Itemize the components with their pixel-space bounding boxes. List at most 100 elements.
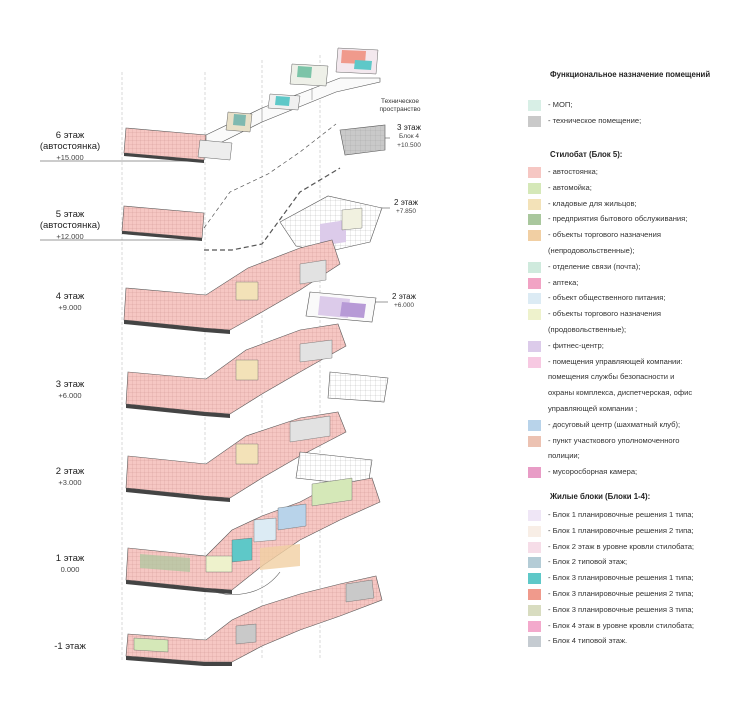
legend-swatch: [528, 620, 541, 632]
legend-swatch: [528, 604, 541, 616]
level-label-1: 1 этаж 0.000: [30, 553, 110, 575]
legend-label: помещения службы безопасности и: [548, 372, 675, 382]
sublevel-label-block4: 3 этаж Блок 4 +10.500: [386, 123, 432, 150]
legend-swatch: [528, 198, 541, 210]
legend-label: - Блок 1 планировочные решения 2 типа;: [548, 525, 694, 535]
floor-minus-1-plan: [125, 575, 383, 666]
legend-label: - автомойка;: [548, 182, 592, 192]
sublevel-label-6000: 2 этаж +6.000: [384, 292, 424, 310]
legend-swatch: [528, 636, 541, 648]
legend-label: - Блок 2 типовой этаж;: [548, 557, 628, 567]
level-label-minus-1: -1 этаж: [30, 641, 110, 652]
legend-swatch: [528, 589, 541, 600]
legend-label: - аптека;: [548, 277, 579, 287]
legend-swatch: [528, 510, 541, 521]
legend-label: - техническое помещение;: [548, 116, 642, 125]
legend-swatch: [528, 557, 541, 569]
sublevel-block: Блок 4: [399, 133, 419, 140]
level-name: 4 этаж: [55, 291, 85, 302]
block-4-level-3-plan: [339, 124, 386, 156]
floor-4-plan: [123, 239, 377, 334]
level-elevation: +6.000: [58, 391, 82, 400]
legend-swatch: [528, 525, 541, 537]
legend-label: (продовольственные);: [548, 325, 627, 334]
level-label-5: 5 этаж (автостоянка) +12.000: [30, 209, 110, 242]
legend-label: (непродовольственные);: [548, 246, 635, 255]
sublevel-label-7850: 2 этаж +7.850: [386, 198, 426, 216]
level-label-4: 4 этаж +9.000: [30, 291, 110, 313]
legend-title-stylobate: Стилобат (Блок 5):: [550, 150, 623, 159]
level-name: 5 этаж (автостоянка): [39, 209, 101, 231]
legend-label: - Блок 4 типовой этаж.: [548, 636, 628, 646]
legend-swatch: [528, 116, 541, 127]
legend-label: - объекты торгового назначения: [548, 230, 661, 240]
legend-swatch: [528, 435, 541, 447]
legend-label: - отделение связи (почта);: [548, 261, 641, 271]
legend-label: - предприятия бытового обслуживания;: [548, 214, 688, 224]
legend-swatch: [528, 277, 541, 289]
legend-label: - Блок 3 планировочные решения 2 типа;: [548, 589, 694, 598]
legend-label: охраны комплекса, диспетчерская, офис: [548, 388, 693, 398]
legend-title-functions: Функциональное назначение помещений: [550, 70, 711, 79]
level-name: 6 этаж (автостоянка): [39, 130, 101, 152]
legend-label: - кладовые для жильцов;: [548, 198, 637, 208]
floor-5-plan: [121, 123, 341, 251]
floor-1-plan: [125, 477, 381, 595]
level-label-3: 3 этаж +6.000: [30, 379, 110, 401]
sublevel-elevation: +7.850: [395, 208, 417, 215]
level-elevation: +12.000: [56, 232, 84, 241]
legend-label: - Блок 2 этаж в уровне кровли стилобата;: [548, 541, 695, 551]
level-elevation: +9.000: [58, 303, 82, 312]
legend-swatch: [528, 261, 541, 273]
level-name: 1 этаж: [55, 553, 85, 564]
legend-swatch: [528, 419, 541, 431]
floor-2-plan: [125, 411, 373, 502]
legend-label: - объект общественного питания;: [548, 293, 666, 303]
legend-label: - помещения управляющей компании:: [548, 356, 683, 366]
legend-label: полиции;: [548, 451, 580, 461]
legend-label: - Блок 3 планировочные решения 3 типа;: [548, 604, 694, 614]
legend-swatch: [528, 309, 541, 321]
legend-label: - мусоросборная камера;: [548, 467, 638, 477]
legend-label: - досуговый центр (шахматный клуб);: [548, 419, 681, 429]
upper-level-7850-plan: [279, 195, 383, 253]
legend-swatch: [528, 230, 541, 242]
legend-label: - автостоянка;: [548, 167, 598, 176]
level-name: 2 этаж: [55, 466, 85, 477]
sublevel-elevation: +6.000: [393, 302, 415, 309]
sublevel-name: 2 этаж: [392, 292, 416, 301]
legend-title-residential: Жилые блоки (Блоки 1-4):: [550, 492, 651, 501]
legend-label: - Блок 4 этаж в уровне кровли стилобата;: [548, 620, 695, 630]
legend-swatch: [528, 541, 541, 553]
legend-label: управляющей компании ;: [548, 404, 638, 413]
legend-swatch: [528, 573, 541, 585]
tech-space-note: Техническое пространство: [379, 98, 421, 113]
level-label-6: 6 этаж (автостоянка) +15.000: [30, 130, 110, 163]
legend-label: - Блок 1 планировочные решения 1 типа;: [548, 510, 694, 519]
legend-swatch: [528, 467, 541, 479]
legend-label: - объекты торгового назначения: [548, 309, 661, 319]
level-elevation: +15.000: [56, 153, 84, 162]
legend-swatch: [528, 340, 541, 352]
level-name: 3 этаж: [55, 379, 85, 390]
level-elevation: 0.000: [60, 565, 80, 574]
sublevel-elevation: +10.500: [397, 142, 421, 149]
legend-label: - МОП;: [548, 100, 573, 109]
legend-swatch: [528, 100, 541, 111]
sublevel-name: 2 этаж: [394, 198, 418, 207]
legend-label: - фитнес-центр;: [548, 340, 604, 350]
level-elevation: +3.000: [58, 478, 82, 487]
floor-3-plan: [125, 323, 389, 418]
legend-label: - пункт участкового уполномоченного: [548, 435, 680, 445]
legend-swatch: [528, 167, 541, 178]
legend-swatch: [528, 293, 541, 305]
legend-label: - Блок 3 планировочные решения 1 типа;: [548, 573, 694, 583]
legend-swatch: [528, 182, 541, 194]
level-name: -1 этаж: [54, 641, 86, 652]
legend-swatch: [528, 214, 541, 226]
legend-swatch: [528, 356, 541, 368]
sublevel-name: 3 этаж: [397, 123, 421, 132]
floor-6-plan: [123, 47, 381, 163]
level-label-2: 2 этаж +3.000: [30, 466, 110, 488]
